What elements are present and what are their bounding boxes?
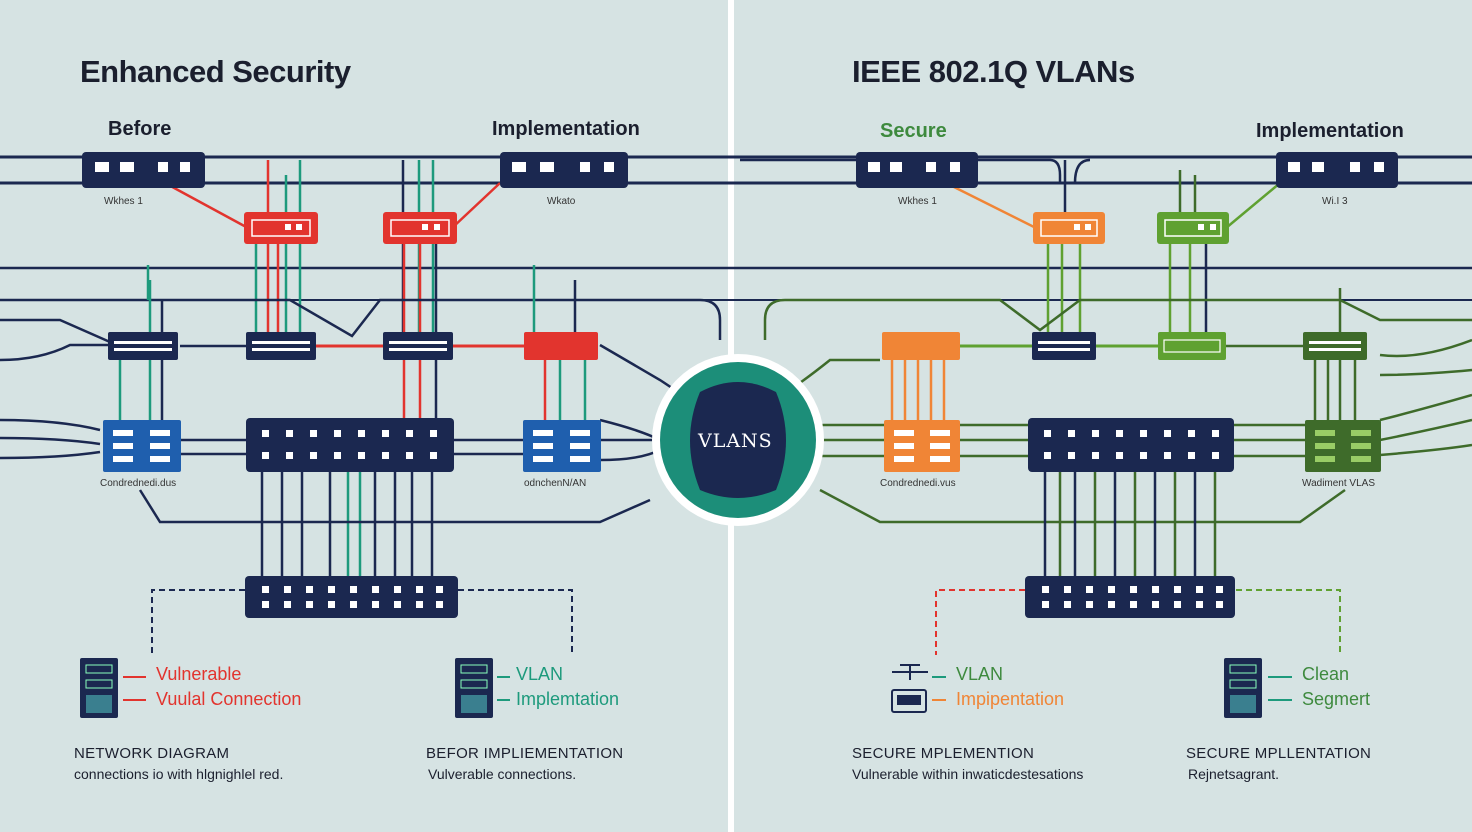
right-devices [856,152,1398,718]
dash-marker-icon [497,676,510,701]
server-rack-icon [80,658,118,718]
switch-icon [108,332,178,360]
label-implementation-right: Implementation [1256,120,1404,142]
legend-implementation-right: Impipentation [956,689,1065,709]
vlan-badge-label: VLANS [698,430,773,452]
server-rack-icon [884,420,960,472]
tiny-label: Wkato [547,196,576,207]
node-label: Condrednedi.vus [880,478,956,489]
switch-icon [1158,332,1226,360]
tiny-label: Wkhes 1 [898,196,937,207]
server-rack-icon [1224,658,1262,718]
backbone-lines [0,155,1472,301]
node-label: Wadiment VLAS [1302,478,1375,489]
node-label: Condrednedi.dus [100,478,177,489]
switch-icon [524,332,598,360]
caption-title: SECURE MPLEMENTION [852,745,1035,762]
caption-text: Vulverable connections. [428,766,577,782]
caption-text: Rejnetsagrant. [1188,766,1280,782]
left-devices [80,152,628,718]
switch-icon [245,576,458,618]
node-label: odnchenN/AN [524,478,587,489]
tiny-label: Wi.I 3 [1322,196,1348,207]
legend-vlan: VLAN [516,664,564,684]
switch-icon [246,332,316,360]
caption-text: Vulnerable within inwaticdestesations [852,766,1084,782]
server-rack-icon [1305,420,1381,472]
switch-icon [246,418,454,472]
left-title: Enhanced Security [80,54,351,89]
switch-icon [1276,152,1398,188]
caption-title: SECURE MPLLENTATION [1186,745,1372,762]
legend-implementation: Implemtation [516,689,620,709]
router-icon [244,212,318,244]
dash-marker-icon [1268,676,1292,701]
switch-icon [500,152,628,188]
right-title: IEEE 802.1Q VLANs [852,54,1135,89]
router-icon [1157,212,1229,244]
right-wiring [739,158,1472,655]
caption-title: BEFOR IMPLIEMENTATION [426,745,624,762]
dash-marker-icon [123,676,146,701]
vlan-badge-icon [652,354,824,526]
label-implementation-left: Implementation [492,118,640,140]
server-rack-icon [523,420,601,472]
router-icon [891,664,928,713]
caption-text: connections io with hlgnighlel red. [74,766,284,782]
server-rack-icon [103,420,181,472]
left-wiring [0,160,722,655]
router-icon [383,212,457,244]
caption-title: NETWORK DIAGRAM [74,745,230,762]
switch-icon [1032,332,1096,360]
switch-icon [882,332,960,360]
switch-icon [383,332,453,360]
legend-vulnerable: Vulnerable [156,664,242,684]
server-rack-icon [455,658,493,718]
router-icon [1033,212,1105,244]
legend-clean: Clean [1302,664,1350,684]
switch-icon [1028,418,1234,472]
legend-vlan-right: VLAN [956,664,1004,684]
switch-icon [1303,332,1367,360]
switch-icon [1025,576,1235,618]
tiny-label: Wkhes 1 [104,196,143,207]
legend-virtual-connection: Vuulal Connection [156,689,302,709]
legend-segment: Segmert [1302,689,1371,709]
label-secure: Secure [880,120,947,142]
label-before: Before [108,118,172,140]
switch-icon [82,152,205,188]
switch-icon [856,152,978,188]
